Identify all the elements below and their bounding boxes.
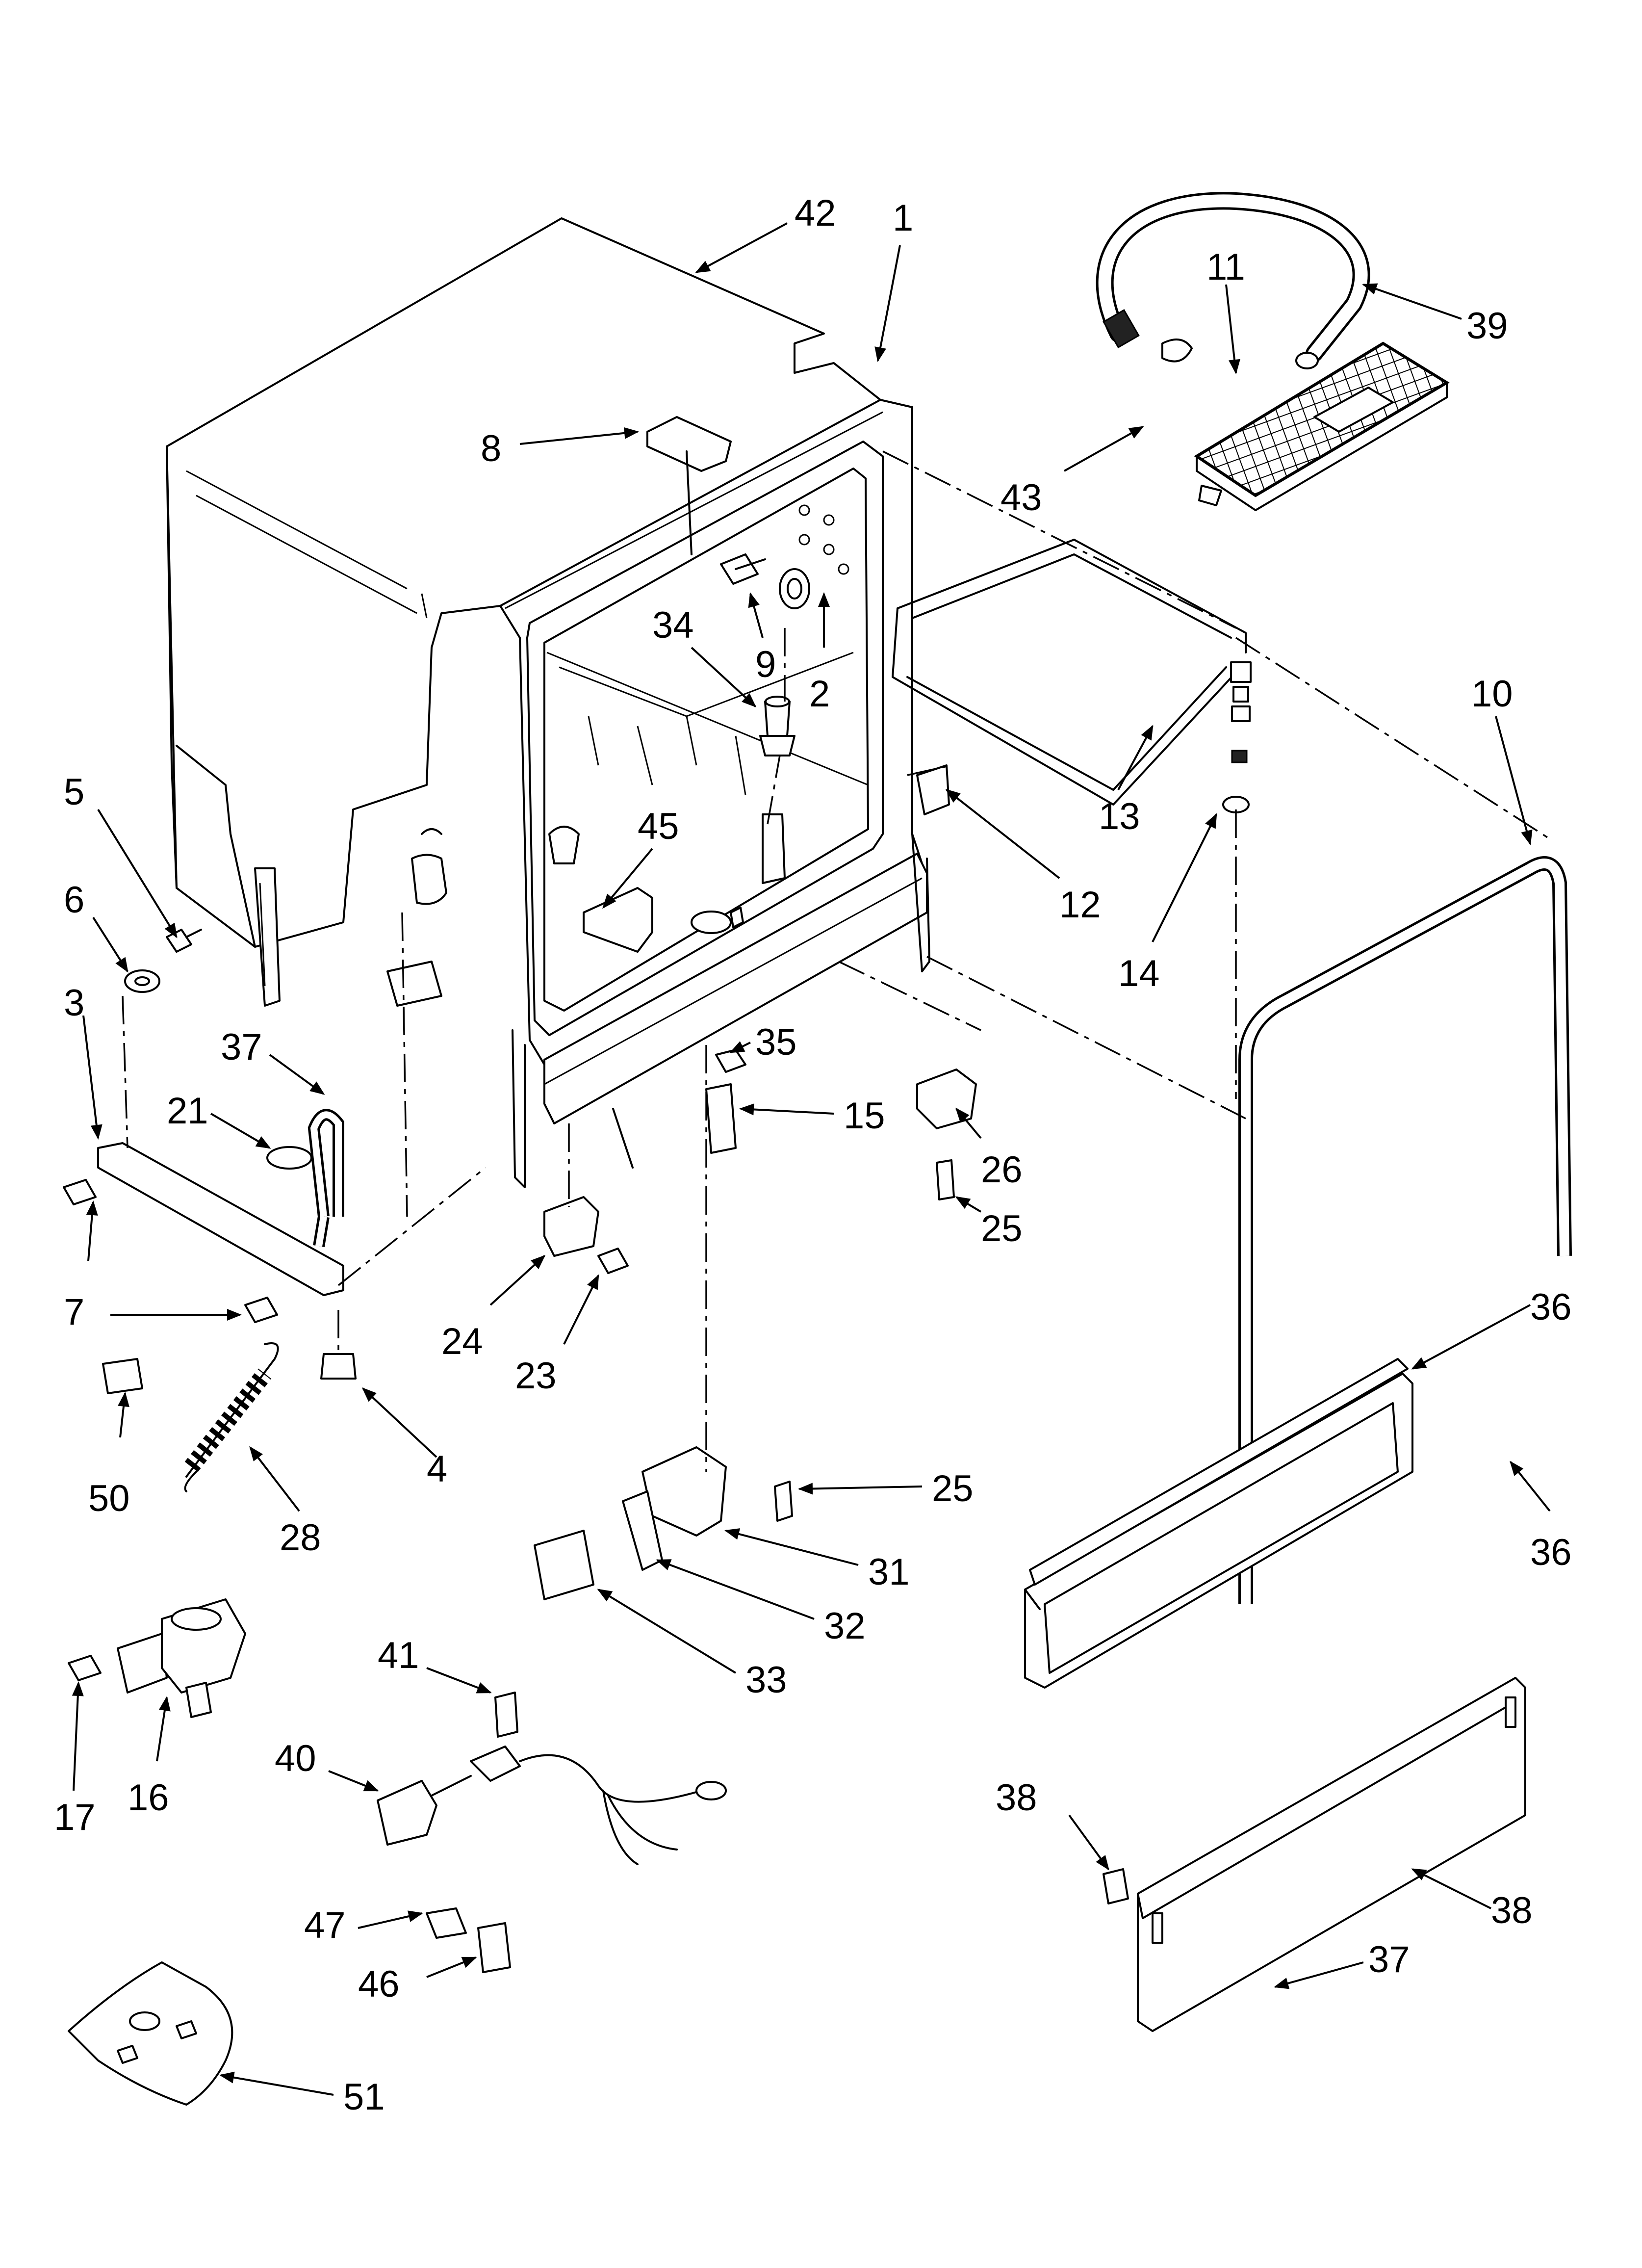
callout-25: 25 — [981, 1208, 1023, 1250]
callout-32: 34 — [652, 604, 694, 646]
callout-36: 36 — [1530, 1532, 1572, 1573]
callout-40: 42 — [795, 192, 836, 234]
bracket-45 — [583, 887, 653, 953]
nut-6 — [124, 969, 160, 993]
clamp-43 — [1161, 339, 1193, 363]
screw-17 — [68, 1655, 102, 1681]
heating-element-13 — [892, 539, 1252, 806]
callout-16: 16 — [128, 1777, 169, 1819]
callout-12: 12 — [1059, 884, 1101, 926]
callout-33: 35 — [755, 1021, 797, 1063]
guide-line-8 — [686, 450, 693, 555]
callout-42: 41 — [378, 1635, 419, 1676]
callout-30: 32 — [824, 1605, 866, 1647]
callout-31: 33 — [745, 1659, 787, 1701]
callout-9: 9 — [755, 644, 776, 685]
callout-21: 21 — [167, 1090, 208, 1132]
callout-10: 10 — [1471, 673, 1513, 715]
cover-31 — [534, 1530, 594, 1600]
callout-7: 7 — [64, 1291, 84, 1333]
assembly-lines — [122, 450, 1550, 1472]
kick-plate-34 — [1137, 1677, 1526, 2032]
callout-24: 24 — [441, 1321, 483, 1362]
guide-line-24 — [612, 1108, 634, 1169]
valve-16 — [117, 1598, 246, 1718]
bracket-3 — [97, 1142, 344, 1296]
screw-42 — [494, 1692, 518, 1738]
screw-7b — [244, 1297, 278, 1323]
screw-23 — [597, 1248, 629, 1274]
parts-bag-51 — [68, 1961, 233, 2106]
callout-23: 23 — [515, 1355, 557, 1397]
foot-4 — [320, 1353, 357, 1380]
clip-12 — [916, 764, 950, 815]
callout-3: 3 — [64, 982, 84, 1024]
switch-26 — [916, 1069, 977, 1129]
screw-5 — [166, 929, 202, 953]
callout-36b: 37 — [1368, 1939, 1410, 1981]
callout-26: 26 — [981, 1149, 1023, 1191]
callout-41: 40 — [275, 1738, 316, 1779]
clip-46 — [477, 1922, 511, 1973]
callout-46: 46 — [358, 1963, 400, 2005]
callout-45: 45 — [638, 806, 679, 847]
screw-47 — [426, 1907, 467, 1939]
callout-28: 28 — [280, 1517, 321, 1559]
spring-28 — [184, 1342, 279, 1492]
callout-29: 31 — [868, 1551, 910, 1593]
power-cord-41 — [377, 1746, 727, 1865]
callout-11: 11 — [1206, 246, 1245, 288]
callout-35: 36 — [1530, 1286, 1572, 1328]
callout-39: 38 — [996, 1777, 1037, 1819]
callout-38: 39 — [1466, 305, 1508, 347]
callout-6: 6 — [64, 879, 84, 921]
callout-34: 38 — [1491, 1890, 1533, 1931]
switch-24 — [543, 1196, 599, 1257]
filter-11 — [1194, 341, 1450, 511]
callouts: 42 1 11 39 43 8 9 2 34 10 13 12 14 45 5 … — [54, 192, 1572, 2118]
screw-25b — [774, 1481, 793, 1522]
callout-47: 47 — [304, 1904, 346, 1946]
callout-25b: 25 — [932, 1468, 974, 1510]
tub-assembly — [166, 217, 930, 1217]
callout-8: 8 — [481, 428, 501, 469]
callout-13: 13 — [1099, 796, 1140, 837]
bracket-8 — [646, 416, 732, 472]
screw-7a — [63, 1179, 97, 1205]
screw-25a — [936, 1159, 955, 1200]
callout-15: 15 — [844, 1095, 885, 1137]
callout-37: 37 — [221, 1026, 262, 1068]
callout-2: 2 — [809, 673, 830, 715]
callout-43: 43 — [1001, 477, 1042, 519]
callout-4: 4 — [427, 1448, 447, 1490]
label-50 — [102, 1358, 143, 1394]
clamp-21 — [266, 1146, 312, 1170]
nut-33 — [715, 1049, 746, 1073]
callout-50: 50 — [88, 1478, 130, 1519]
callout-51: 51 — [343, 2076, 385, 2118]
bushing-2 — [779, 568, 810, 609]
toe-panel-35 — [1024, 1358, 1413, 1689]
hose-38 — [1096, 192, 1370, 369]
callout-1: 1 — [893, 197, 913, 239]
screw-9 — [720, 553, 766, 585]
clip-39 — [1103, 1868, 1129, 1904]
callout-5: 5 — [64, 771, 84, 813]
fitting-32 — [759, 696, 795, 884]
callout-14: 14 — [1118, 953, 1160, 994]
callout-17: 17 — [54, 1797, 96, 1838]
standoff-15 — [705, 1083, 737, 1154]
